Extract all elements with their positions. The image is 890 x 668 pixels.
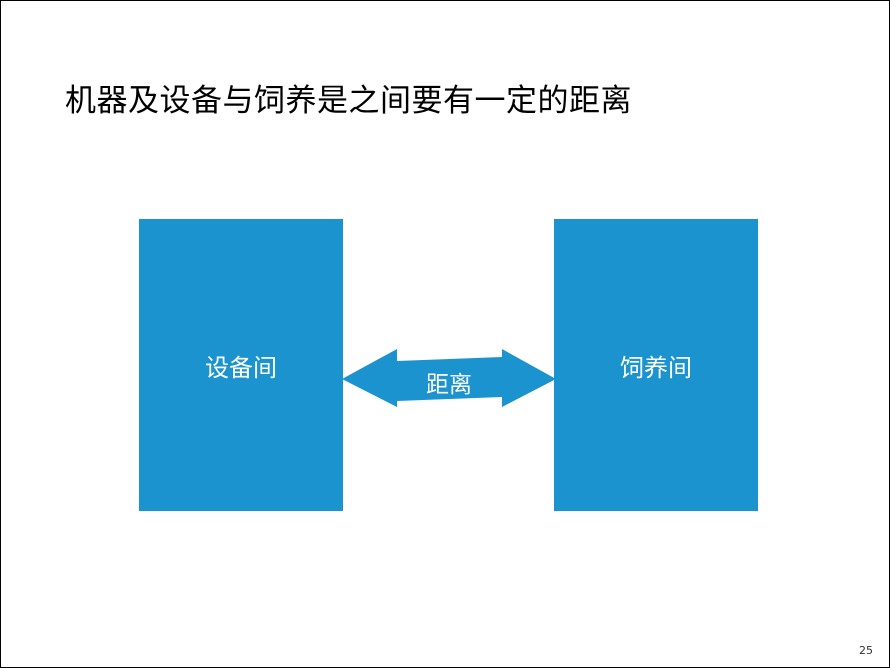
slide-title: 机器及设备与饲养是之间要有一定的距离 <box>65 83 632 119</box>
feeding-room-box: 饲养间 <box>554 219 758 511</box>
page-number: 25 <box>859 644 873 657</box>
equipment-room-label: 设备间 <box>205 353 277 382</box>
double-arrow-connector <box>342 349 556 407</box>
feeding-room-label: 饲养间 <box>620 353 692 382</box>
double-arrow-shape <box>342 349 556 407</box>
equipment-room-box: 设备间 <box>139 219 343 511</box>
distance-label: 距离 <box>426 372 472 398</box>
